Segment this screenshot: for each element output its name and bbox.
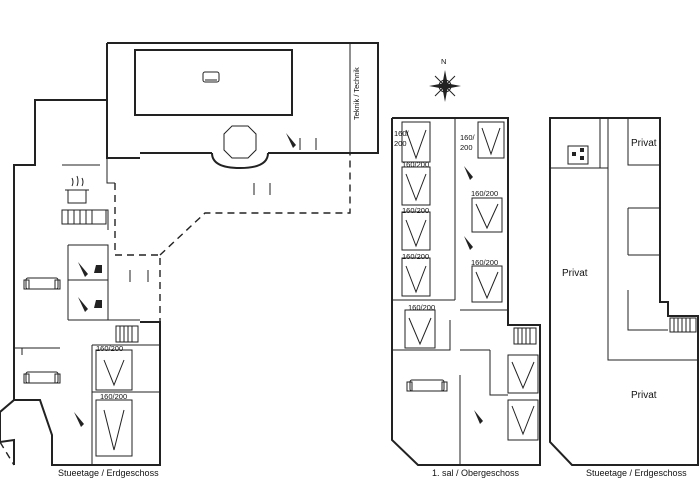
toilet-icon xyxy=(78,262,102,277)
technik-label: Teknik / Technik xyxy=(352,67,361,120)
bed xyxy=(471,265,503,303)
bed xyxy=(507,354,539,394)
first-floor-plan: 160/ 200 160/ 200 160/200 160/200 160/20… xyxy=(391,117,541,478)
bed xyxy=(401,257,431,297)
bed-label: 160/200 xyxy=(408,303,435,312)
toilet-icon xyxy=(74,412,84,427)
bed xyxy=(507,399,539,441)
floor-label-first: 1. sal / Obergeschoss xyxy=(432,468,520,478)
bed xyxy=(471,197,503,233)
sofa-icon xyxy=(23,277,61,290)
bed xyxy=(401,166,431,206)
ground-floor-plan-right: Privat Privat Privat Stueetage / Erdgesc… xyxy=(549,117,699,478)
bed-label: 160/ xyxy=(460,133,476,142)
bed-label: 160/200 xyxy=(96,344,123,353)
toilet-icon xyxy=(78,297,102,312)
stairs-icon xyxy=(61,209,107,225)
toilet-icon xyxy=(464,166,473,180)
bed-label: 160/200 xyxy=(471,189,498,198)
stairs-icon xyxy=(513,327,537,345)
sofa-icon xyxy=(23,371,61,384)
bed xyxy=(95,349,133,391)
floor-label-ground-left: Stueetage / Erdgeschoss xyxy=(58,468,159,478)
stairs-icon xyxy=(115,325,139,343)
bed xyxy=(95,399,133,457)
ground-floor-plan-left: 160/200 160/200 Teknik / Technik Stueeta… xyxy=(0,42,379,478)
floor-label-ground-right: Stueetage / Erdgeschoss xyxy=(586,468,687,478)
compass-north-label: N xyxy=(441,57,446,66)
bed-label: 160/200 xyxy=(402,206,429,215)
appliance-icon xyxy=(567,145,589,165)
whirlpool-octagon xyxy=(223,125,257,159)
bed-label: 160/200 xyxy=(402,160,429,169)
room-label-privat: Privat xyxy=(562,268,588,279)
room-label-privat: Privat xyxy=(631,390,657,401)
bed-label: 200 xyxy=(460,143,473,152)
toilet-icon xyxy=(464,236,473,250)
bed xyxy=(404,309,436,349)
sofa-icon xyxy=(406,379,448,392)
bed xyxy=(477,121,505,159)
bed-label: 160/200 xyxy=(100,392,127,401)
bed-label: 160/ xyxy=(394,129,410,138)
stairs-icon xyxy=(669,317,697,333)
bed xyxy=(401,121,431,163)
room-label-privat: Privat xyxy=(631,138,657,149)
bed xyxy=(401,211,431,251)
pool-symbol-icon xyxy=(202,71,220,83)
bed-label: 200 xyxy=(394,139,407,148)
shower-icon xyxy=(286,133,296,148)
bed-label: 160/200 xyxy=(402,252,429,261)
cooking-pot-icon xyxy=(65,175,89,204)
toilet-icon xyxy=(474,410,483,424)
pool xyxy=(134,49,293,116)
compass-rose-icon: N xyxy=(429,57,461,102)
bed-label: 160/200 xyxy=(471,258,498,267)
